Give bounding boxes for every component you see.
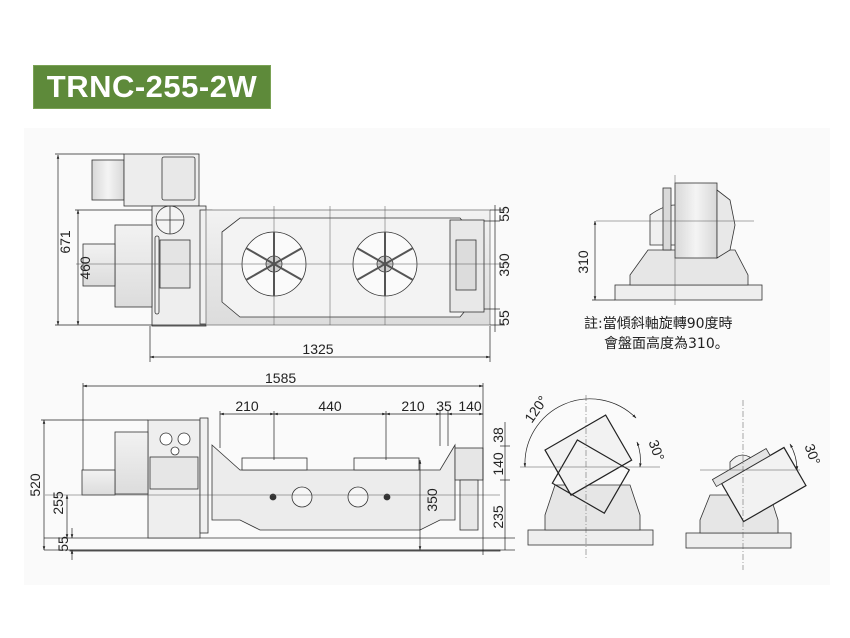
dim-235: 235 xyxy=(490,505,506,529)
tilt-height-note: 註:當傾斜軸旋轉90度時 會盤面高度為310。 xyxy=(584,314,784,354)
dim-55-base: 55 xyxy=(55,536,71,552)
angle-30-left: 30° xyxy=(646,438,668,463)
dim-140: 140 xyxy=(458,398,482,414)
dim-255: 255 xyxy=(50,491,66,515)
model-title-badge: TRNC-255-2W xyxy=(33,65,271,109)
dim-440: 440 xyxy=(318,398,342,414)
front-view-dimensions xyxy=(41,383,510,560)
dim-1585: 1585 xyxy=(265,370,296,386)
dim-210-a: 210 xyxy=(235,398,259,414)
dim-55-bottom: 55 xyxy=(496,310,512,326)
dim-460: 460 xyxy=(77,256,93,280)
dim-210-b: 210 xyxy=(401,398,425,414)
note-line-2: 會盤面高度為310。 xyxy=(604,336,729,352)
dim-350: 350 xyxy=(496,253,512,277)
front-view xyxy=(44,417,515,552)
dim-520: 520 xyxy=(27,473,43,497)
dim-35: 35 xyxy=(436,398,452,414)
side-view xyxy=(596,175,763,305)
dim-350-table: 350 xyxy=(424,488,440,512)
tilt-view-left xyxy=(520,395,660,560)
top-view-dimensions xyxy=(55,153,505,362)
note-line-1: 註:當傾斜軸旋轉90度時 xyxy=(584,316,733,332)
dim-140-tail: 140 xyxy=(490,452,506,476)
angle-30-right: 30° xyxy=(802,442,824,467)
model-title: TRNC-255-2W xyxy=(46,69,258,104)
dim-38: 38 xyxy=(490,427,506,443)
top-view xyxy=(76,153,510,327)
dim-671: 671 xyxy=(57,230,73,254)
dim-1325: 1325 xyxy=(302,341,333,357)
dim-55-top: 55 xyxy=(496,206,512,222)
tilt-view-right xyxy=(685,400,807,570)
side-view-dimension xyxy=(592,220,615,301)
angle-120: 120° xyxy=(521,393,551,426)
dim-310: 310 xyxy=(575,250,591,274)
